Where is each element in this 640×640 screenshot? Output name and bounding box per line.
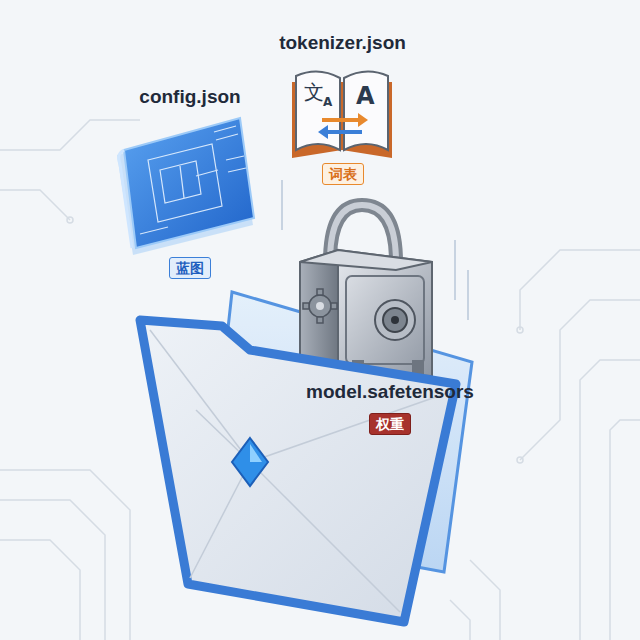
safe-icon-part-part <box>317 317 323 323</box>
safe-icon-part-part <box>309 295 331 317</box>
folder-front-part-part <box>250 462 400 612</box>
book-icon-part <box>322 118 362 122</box>
book-glyph: A <box>323 96 332 108</box>
blueprint-icon-part-part <box>216 134 238 140</box>
book-icon-part <box>344 71 388 150</box>
book-icon-part <box>358 113 368 127</box>
folder-front-part-part <box>190 462 250 578</box>
folder-front-part <box>150 330 450 612</box>
folder-front-part-part <box>150 330 250 462</box>
circuit-lines-part <box>470 560 500 640</box>
safe-icon-part-part <box>317 289 323 295</box>
blueprint-icon-part-part <box>214 126 236 132</box>
book-icon-part <box>324 130 362 134</box>
safe-icon-part <box>346 276 424 364</box>
safe-icon-part <box>316 302 324 310</box>
circuit-lines-part <box>520 250 640 330</box>
folder-front-part <box>140 320 456 622</box>
circuit-lines-part <box>0 190 70 220</box>
blueprint-icon <box>117 118 254 255</box>
circuit-lines-part <box>580 360 640 640</box>
blueprint-icon-part <box>124 118 254 248</box>
tag-holder: 权重 <box>290 413 490 435</box>
circuit-lines-part <box>0 540 80 640</box>
book-icon-part <box>318 125 328 139</box>
circuit-lines-part <box>450 600 470 640</box>
file-node: model.safetensors 权重 <box>290 381 490 435</box>
circuit-lines-part <box>0 470 130 640</box>
circuit-lines-part <box>0 120 140 150</box>
motion-lines-part <box>281 180 283 230</box>
book-icon-part <box>296 71 340 150</box>
blueprint-icon-part-part <box>148 144 222 222</box>
book-glyph: 文 <box>304 82 324 102</box>
tag-holder: 词表 <box>250 163 435 185</box>
blueprint-icon-part-part <box>196 170 218 176</box>
file-name: model.safetensors <box>290 381 490 403</box>
file-node: config.json 蓝图 <box>100 86 280 279</box>
safe-icon-part <box>383 308 407 332</box>
circuit-lines <box>0 120 640 640</box>
file-node: tokenizer.json 词表 <box>250 32 435 185</box>
safe-icon-part <box>300 250 338 372</box>
blueprint-icon-part-part <box>140 227 168 234</box>
file-tag: 词表 <box>322 163 364 185</box>
circuit-lines-part <box>0 500 105 640</box>
safe-icon-part-part <box>331 303 337 309</box>
book-icon <box>292 71 392 158</box>
folder-front-part-part <box>250 392 450 462</box>
safe-icon-part <box>300 250 432 270</box>
file-tag: 蓝图 <box>169 257 211 279</box>
motion-lines-part <box>454 240 456 300</box>
blueprint-icon-part-part <box>228 168 246 172</box>
circuit-lines-part <box>610 420 640 640</box>
folder-front-part <box>250 444 262 462</box>
circuit-lines-part <box>517 457 523 463</box>
file-name: tokenizer.json <box>250 32 435 54</box>
circuit-lines-part <box>67 217 73 223</box>
blueprint-icon-part-part <box>226 156 244 160</box>
file-name: config.json <box>100 86 280 108</box>
blueprint-icon-part-part <box>160 161 201 203</box>
folder-front <box>140 320 456 622</box>
safe-icon-part <box>375 300 415 340</box>
safe-icon-part <box>412 360 424 374</box>
motion-lines-part <box>467 270 469 320</box>
book-glyph: A <box>356 84 375 108</box>
blueprint-icon-part <box>140 126 246 234</box>
tag-holder: 蓝图 <box>100 257 280 279</box>
safe-icon <box>300 205 432 376</box>
blueprint-icon-part <box>119 150 132 248</box>
circuit-lines-part <box>517 327 523 333</box>
safe-icon-part <box>391 316 399 324</box>
safe-icon-part <box>303 289 337 323</box>
folder-front-part <box>232 438 268 486</box>
file-tag: 权重 <box>369 413 411 435</box>
safe-icon-part-part <box>303 303 309 309</box>
blueprint-icon-part-part <box>180 166 184 198</box>
